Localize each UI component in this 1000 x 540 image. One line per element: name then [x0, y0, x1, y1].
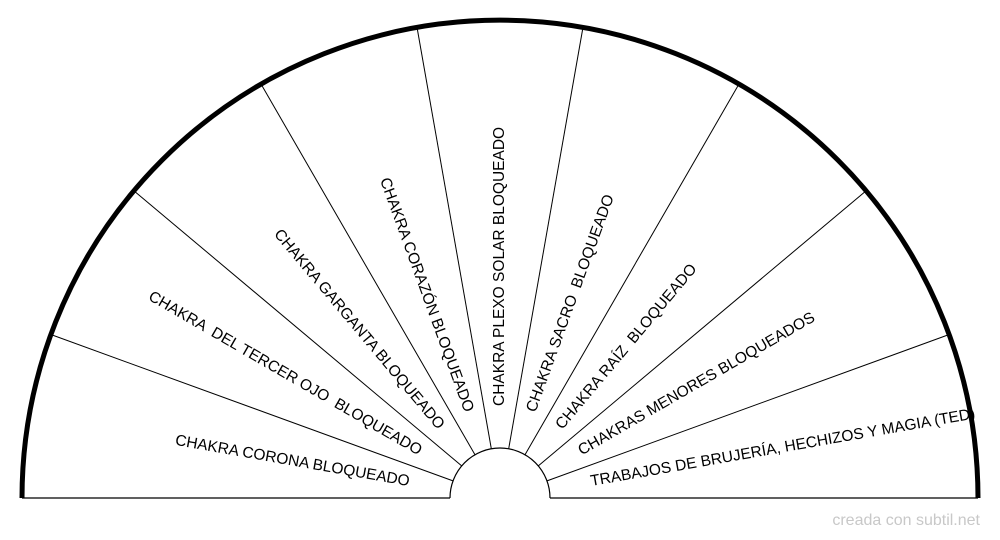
- sector-divider: [50, 334, 454, 482]
- inner-arc: [449, 447, 551, 499]
- sector-divider: [260, 83, 476, 455]
- sector-divider: [133, 190, 463, 467]
- sector-label: CHAKRA PLEXO SOLAR BLOQUEADO: [491, 127, 508, 406]
- watermark: creada con subtil.net: [832, 512, 980, 529]
- sector-divider: [537, 190, 867, 467]
- sector-divider: [508, 27, 584, 449]
- sector-divider: [416, 27, 492, 449]
- sector-dividers: [50, 27, 950, 482]
- sector-divider: [546, 334, 950, 482]
- sector-label: CHAKRA CORONA BLOQUEADO: [174, 432, 411, 490]
- sector-label: CHAKRAS MENORES BLOQUEADOS: [575, 309, 818, 459]
- sector-divider: [524, 83, 740, 455]
- outer-arc: [19, 17, 981, 499]
